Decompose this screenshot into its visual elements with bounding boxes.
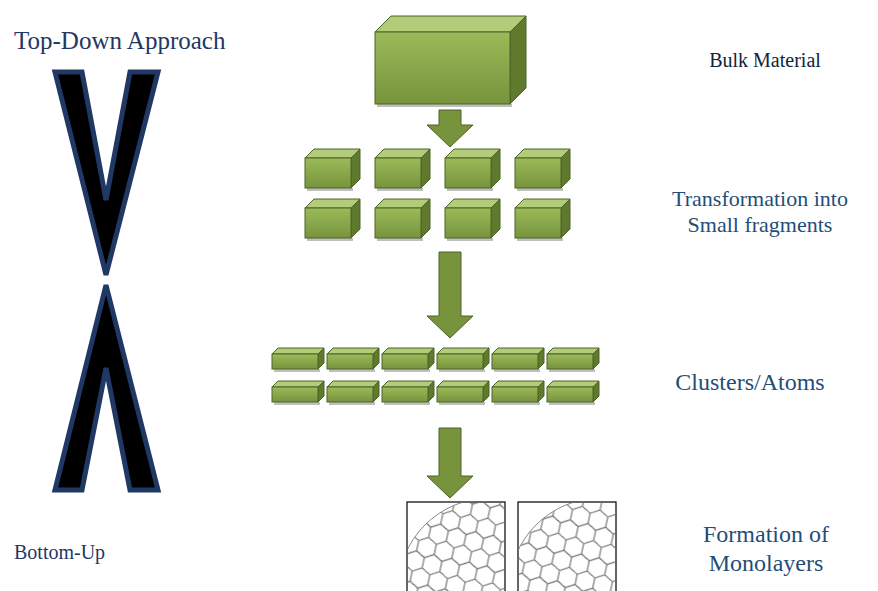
block-front xyxy=(445,208,491,238)
block xyxy=(375,16,526,107)
block xyxy=(437,348,489,372)
block-top xyxy=(547,348,599,354)
block-top xyxy=(272,381,324,387)
block-front xyxy=(492,387,538,402)
block-front xyxy=(547,354,593,369)
block xyxy=(375,149,430,191)
block xyxy=(272,381,324,405)
block xyxy=(547,381,599,405)
block-side xyxy=(351,149,360,188)
block xyxy=(445,199,500,241)
block-front xyxy=(382,354,428,369)
approach-label: Top-Down Approach xyxy=(14,26,304,56)
block xyxy=(305,199,360,241)
material-blocks xyxy=(272,16,599,405)
block-side xyxy=(510,16,526,104)
block-side xyxy=(593,381,599,402)
block-side xyxy=(351,199,360,238)
stage-label: Formation of Monolayers xyxy=(671,520,861,578)
down-arrow xyxy=(427,252,473,338)
stage-label: Transformation into Small fragments xyxy=(650,186,870,239)
block-side xyxy=(483,381,489,402)
block-front xyxy=(445,158,491,188)
block xyxy=(382,348,434,372)
block-front xyxy=(272,387,318,402)
monolayer-image xyxy=(509,498,693,591)
approach-label: Bottom-Up xyxy=(14,540,214,564)
block-side xyxy=(538,381,544,402)
block-front xyxy=(375,208,421,238)
block-side xyxy=(491,149,500,188)
block xyxy=(492,348,544,372)
block xyxy=(445,149,500,191)
block-front xyxy=(272,354,318,369)
block-front xyxy=(515,158,561,188)
stage-label: Bulk Material xyxy=(665,48,865,72)
block xyxy=(327,348,379,372)
block xyxy=(375,199,430,241)
down-arrow xyxy=(427,428,473,498)
block-side xyxy=(428,348,434,369)
block-side xyxy=(561,149,570,188)
block-side xyxy=(483,348,489,369)
block-top xyxy=(382,381,434,387)
block-top xyxy=(382,348,434,354)
bottom-up-chevron xyxy=(55,285,158,490)
block xyxy=(515,199,570,241)
block-front xyxy=(375,158,421,188)
block xyxy=(382,381,434,405)
stage-arrows xyxy=(427,110,473,498)
block-side xyxy=(373,348,379,369)
block xyxy=(327,381,379,405)
block-top xyxy=(375,16,526,32)
block-front xyxy=(515,208,561,238)
block-top xyxy=(327,348,379,354)
block-top xyxy=(437,348,489,354)
block-front xyxy=(327,354,373,369)
block xyxy=(305,149,360,191)
block-top xyxy=(492,348,544,354)
block-front xyxy=(327,387,373,402)
block-front xyxy=(305,158,351,188)
stage-label: Clusters/Atoms xyxy=(635,368,865,397)
block-front xyxy=(305,208,351,238)
block-top xyxy=(437,381,489,387)
block-front xyxy=(382,387,428,402)
block-front xyxy=(375,32,510,104)
block-side xyxy=(561,199,570,238)
block-front xyxy=(437,354,483,369)
block-side xyxy=(593,348,599,369)
block xyxy=(437,381,489,405)
block xyxy=(492,381,544,405)
block-side xyxy=(421,149,430,188)
block-top xyxy=(327,381,379,387)
block xyxy=(272,348,324,372)
block-front xyxy=(492,354,538,369)
block-side xyxy=(421,199,430,238)
block-front xyxy=(437,387,483,402)
block-top xyxy=(492,381,544,387)
block xyxy=(547,348,599,372)
block-side xyxy=(318,381,324,402)
down-arrow xyxy=(427,110,473,147)
block-side xyxy=(538,348,544,369)
block-side xyxy=(491,199,500,238)
block-side xyxy=(318,348,324,369)
block-side xyxy=(428,381,434,402)
block-top xyxy=(547,381,599,387)
block-front xyxy=(547,387,593,402)
block-side xyxy=(373,381,379,402)
block-top xyxy=(272,348,324,354)
top-down-chevron xyxy=(55,72,158,275)
block xyxy=(515,149,570,191)
